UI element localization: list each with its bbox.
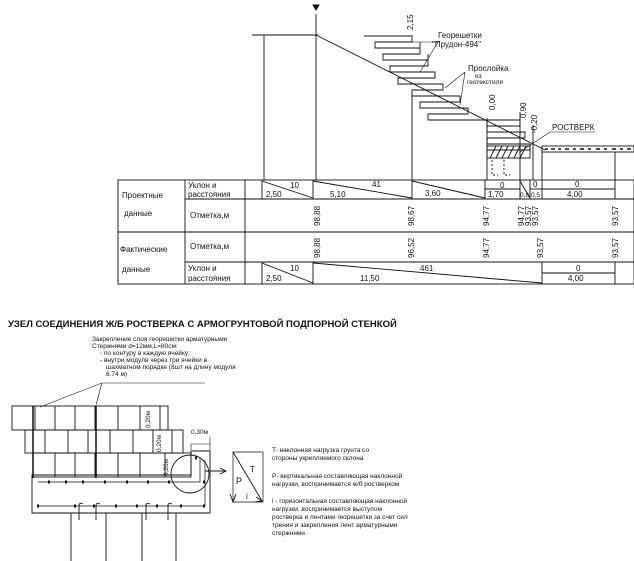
mark-0-00: 0,00 bbox=[488, 94, 497, 110]
label-slope-fact-2: расстояния bbox=[188, 274, 230, 283]
label-rostverk: РОСТВЕРК bbox=[552, 123, 595, 132]
slope-value: 10 bbox=[290, 264, 299, 273]
fact-elevation: 93,57 bbox=[536, 237, 545, 258]
force-P-label: P bbox=[236, 476, 242, 486]
slope-value: 0 bbox=[576, 264, 581, 273]
fact-elevation: 93,57 bbox=[611, 237, 620, 258]
dist-value: 5,10 bbox=[330, 190, 346, 199]
rostverk-body bbox=[31, 450, 211, 514]
dim-0-30: 0,30м bbox=[191, 429, 209, 436]
label-slope-2: расстояния bbox=[188, 190, 230, 199]
note-line: шахматном порядке (8шт на длину модуля bbox=[106, 364, 236, 371]
slope-value: 0 bbox=[575, 180, 580, 189]
fact-elevation: 96,52 bbox=[407, 237, 416, 258]
slope-cross-section: 2,15 Георешетки Прослойка "Прудон-494" П… bbox=[252, 4, 634, 180]
label-geotextile: геотекстиля bbox=[467, 79, 503, 86]
dist-value: 1,70 bbox=[488, 190, 504, 199]
legend-line: нагрузки, воспринимается ж/б ростверком bbox=[272, 480, 400, 488]
label-slope: Уклон и bbox=[188, 181, 217, 190]
dim-2-15: 2,15 bbox=[406, 14, 415, 30]
connection-detail: УЗЕЛ СОЕДИНЕНИЯ Ж/Б РОСТВЕРКА С АРМОГРУН… bbox=[8, 318, 408, 561]
label-prosloika: Прослойка bbox=[468, 64, 509, 73]
slope-value: 10 bbox=[290, 181, 299, 190]
dist-value: 0,8 bbox=[520, 192, 529, 199]
project-elevation: 98,88 bbox=[313, 205, 322, 226]
fact-elevation: 94,77 bbox=[482, 237, 491, 258]
mark-0-90: 0,90 bbox=[519, 102, 528, 118]
dist-value: 4,00 bbox=[567, 190, 583, 199]
project-elevation: 98,67 bbox=[407, 205, 416, 226]
legend-line: стороны укрепляемого склона bbox=[272, 455, 364, 462]
note-line: 6.74 м) bbox=[106, 371, 127, 378]
dist-value: 2,50 bbox=[266, 274, 282, 283]
slope-value: 0 bbox=[500, 181, 505, 190]
dim-0-20: 0,20м bbox=[145, 410, 152, 428]
legend-line: P- вертикальная составляющая наклонной bbox=[272, 472, 403, 480]
slope-value: 0 bbox=[533, 180, 538, 189]
dim-0-20: 0,20м bbox=[156, 434, 163, 452]
label-georeshetki: Георешетки bbox=[438, 31, 482, 40]
legend-line: i - горизонтальная составляющая наклонно… bbox=[272, 497, 408, 505]
mark-minus-0-20: -0,20 bbox=[530, 114, 539, 133]
label-fact-data: Фактические bbox=[120, 245, 168, 254]
project-elevation: 94,77 bbox=[517, 205, 526, 226]
legend-line: ростверка и лентами георешетки за счет с… bbox=[272, 514, 408, 521]
fact-elevation: 98,88 bbox=[313, 237, 322, 258]
note-line: - внутри модуля через три ячейки в bbox=[100, 356, 208, 364]
project-elevation: 93,57 bbox=[611, 205, 620, 226]
dist-value: 4,00 bbox=[568, 274, 584, 283]
dist-value: 0,5 bbox=[531, 192, 540, 199]
elevation-marker-icon bbox=[312, 4, 320, 11]
label-prudon-494: "Прудон-494" bbox=[432, 40, 481, 49]
design-slope-line bbox=[315, 34, 546, 151]
label-fact-data-2: данные bbox=[122, 265, 151, 274]
note-line: Стержнями d=12мм,L=80см: bbox=[92, 343, 178, 350]
ground-fill bbox=[541, 145, 634, 153]
project-elevation: 94,77 bbox=[482, 205, 491, 226]
dist-value: 11,50 bbox=[360, 274, 380, 283]
dist-value: 2,50 bbox=[266, 190, 282, 199]
label-project-data: Проектные bbox=[122, 191, 164, 200]
geogrid-steps bbox=[364, 35, 531, 151]
dist-value: 3,60 bbox=[425, 189, 441, 198]
slope-value: 41 bbox=[372, 180, 381, 189]
force-i-label: i bbox=[246, 492, 248, 501]
label-prosloika-iz: из bbox=[475, 73, 482, 80]
slope-value: 461 bbox=[420, 264, 434, 273]
profile-table: Проектные данные Фактические данные Укло… bbox=[117, 179, 634, 285]
dim-0-20: 0,20м bbox=[163, 458, 170, 476]
project-elevation: 93,57 bbox=[524, 205, 533, 226]
detail-callout-circle bbox=[170, 454, 210, 494]
force-T-arrow bbox=[232, 451, 263, 502]
force-diagram: T P i bbox=[229, 451, 264, 504]
project-elevation: 93,57 bbox=[531, 205, 540, 226]
label-elevation: Отметка,м bbox=[190, 211, 229, 220]
note-line: Закрепление слоя георешетки арматурными bbox=[92, 336, 228, 343]
label-elevation-fact: Отметка,м bbox=[190, 242, 229, 251]
legend-line: нагрузки, воспринимается выступом bbox=[272, 506, 382, 513]
legend-line: стержнями. bbox=[272, 530, 307, 537]
force-legend: T- наклонная нагрузка грунта со стороны … bbox=[272, 447, 408, 537]
label-slope-fact: Уклон и bbox=[188, 264, 217, 273]
legend-line: трения и закрепления лент арматурными bbox=[272, 522, 398, 529]
note-line: - по контуру в каждую ячейку; bbox=[100, 349, 190, 357]
label-project-data-2: данные bbox=[124, 209, 153, 218]
force-T-label: T bbox=[250, 465, 255, 474]
legend-line: T- наклонная нагрузка грунта со bbox=[272, 447, 369, 454]
detail-title: УЗЕЛ СОЕДИНЕНИЯ Ж/Б РОСТВЕРКА С АРМОГРУН… bbox=[8, 318, 397, 330]
